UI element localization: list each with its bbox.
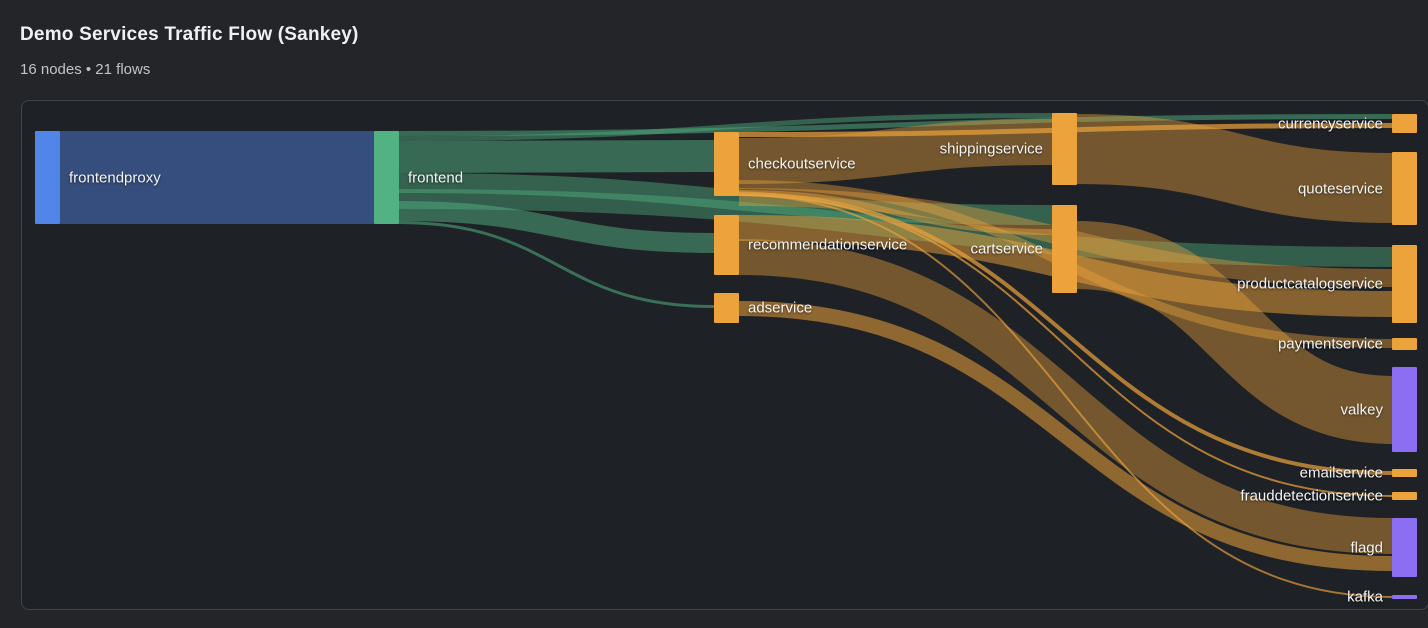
- sankey-node-kafka[interactable]: [1392, 595, 1417, 599]
- flow-cartservice-to-valkey[interactable]: [1075, 221, 1394, 444]
- sankey-node-adservice[interactable]: [714, 293, 739, 323]
- sankey-node-valkey[interactable]: [1392, 367, 1417, 452]
- flow-frontend-to-shippingservice[interactable]: [398, 113, 1053, 141]
- sankey-node-flagd[interactable]: [1392, 518, 1417, 577]
- sankey-node-frauddetectionservice[interactable]: [1392, 492, 1417, 500]
- flow-checkoutservice-to-kafka[interactable]: [738, 194, 1393, 598]
- sankey-node-cartservice[interactable]: [1052, 205, 1077, 293]
- sankey-node-quoteservice[interactable]: [1392, 152, 1417, 225]
- sankey-node-emailservice[interactable]: [1392, 469, 1417, 477]
- flow-checkoutservice-to-frauddetectionservice[interactable]: [738, 194, 1393, 497]
- sankey-node-productcatalogservice[interactable]: [1392, 245, 1417, 323]
- flow-frontend-to-checkoutservice[interactable]: [398, 140, 715, 173]
- flow-frontend-to-adservice[interactable]: [398, 221, 715, 308]
- sankey-node-checkoutservice[interactable]: [714, 132, 739, 196]
- flow-frontend-to-recommendationservice[interactable]: [398, 201, 715, 253]
- sankey-node-recommendationservice[interactable]: [714, 215, 739, 275]
- flow-checkoutservice-to-emailservice[interactable]: [738, 192, 1393, 475]
- page-title: Demo Services Traffic Flow (Sankey): [20, 24, 359, 45]
- sankey-node-currencyservice[interactable]: [1392, 114, 1417, 133]
- flow-frontend-to-cartservice[interactable]: [398, 173, 1053, 225]
- node-flow-count-subtitle: 16 nodes • 21 flows: [20, 61, 151, 78]
- flow-frontend-to-currencyservice[interactable]: [398, 114, 1393, 136]
- sankey-node-shippingservice[interactable]: [1052, 113, 1077, 185]
- sankey-node-frontendproxy[interactable]: [35, 131, 60, 224]
- flow-adservice-to-flagd[interactable]: [738, 301, 1393, 571]
- flow-checkoutservice-to-shippingservice[interactable]: [738, 119, 1053, 184]
- sankey-node-frontend[interactable]: [374, 131, 399, 224]
- sankey-node-paymentservice[interactable]: [1392, 338, 1417, 350]
- flow-shippingservice-to-quoteservice[interactable]: [1076, 114, 1393, 223]
